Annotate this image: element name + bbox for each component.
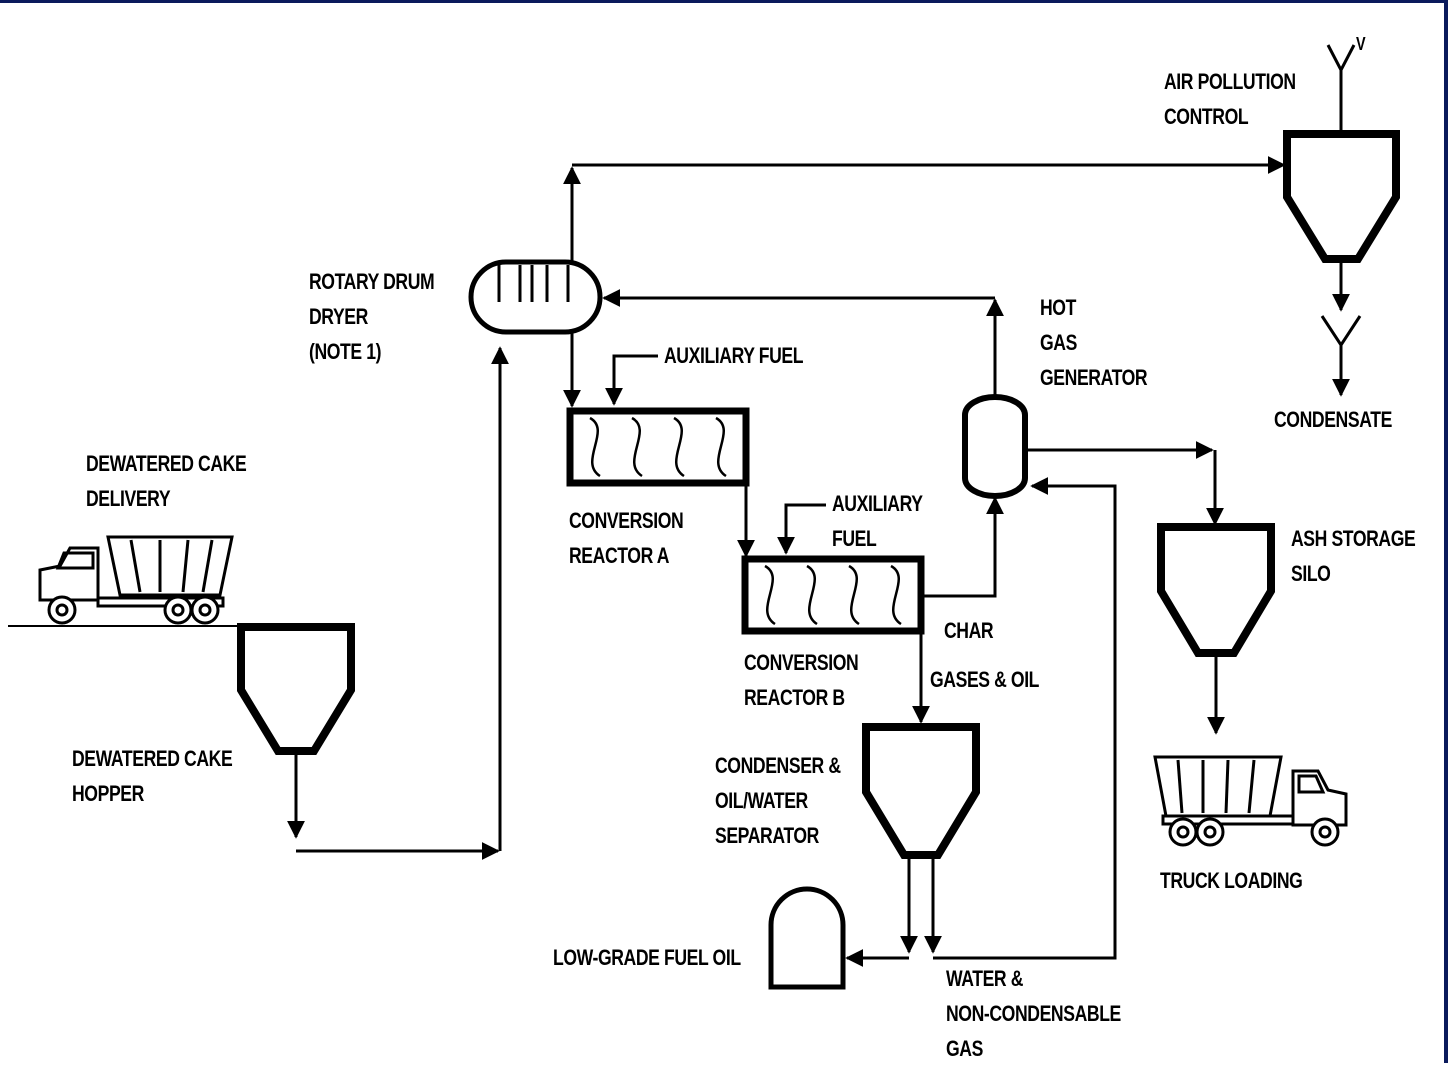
label-low-grade-fuel-oil: LOW-GRADE FUEL OIL	[553, 945, 741, 970]
label-char: CHAR	[944, 618, 994, 643]
label-dewatered-cake-delivery: DEWATERED CAKE DELIVERY	[86, 451, 247, 511]
dewatered-cake-hopper	[237, 623, 355, 755]
ash-storage-silo	[1157, 523, 1275, 657]
vent-icon	[1326, 44, 1356, 74]
label-condenser-separator: CONDENSER & OIL/WATER SEPARATOR	[715, 753, 841, 848]
frame-top-bar	[0, 0, 1448, 3]
label-water-gas: WATER & NON-CONDENSABLE GAS	[946, 966, 1121, 1061]
label-hot-gas-generator: HOT GAS GENERATOR	[1040, 295, 1148, 390]
loading-truck-icon	[1153, 755, 1348, 847]
condensate-funnel-icon	[1320, 315, 1362, 348]
label-rotary-drum-dryer: ROTARY DRUM DRYER (NOTE 1)	[309, 269, 435, 364]
fuel-oil-tank	[768, 886, 846, 990]
hot-gas-generator	[962, 394, 1028, 499]
label-vent: V	[1356, 34, 1366, 54]
flow-aux-fuel-a	[605, 354, 658, 406]
rotary-drum-dryer	[468, 259, 603, 335]
label-conversion-reactor-b: CONVERSION REACTOR B	[744, 650, 859, 710]
label-air-pollution-control: AIR POLLUTION CONTROL	[1164, 69, 1296, 129]
flow-char	[924, 496, 1004, 598]
flow-gas-return	[933, 477, 1117, 960]
label-truck-loading: TRUCK LOADING	[1160, 868, 1303, 893]
conversion-reactor-a	[566, 407, 750, 487]
air-pollution-control-unit	[1283, 130, 1400, 263]
flow-aux-fuel-b	[777, 503, 826, 555]
label-ash-storage-silo: ASH STORAGE SILO	[1291, 526, 1416, 586]
label-auxiliary-fuel-b: AUXILIARY FUEL	[832, 491, 923, 551]
conversion-reactor-b	[741, 555, 925, 635]
label-conversion-reactor-a: CONVERSION REACTOR A	[569, 508, 684, 568]
label-gases-oil: GASES & OIL	[930, 667, 1040, 692]
label-auxiliary-fuel-a: AUXILIARY FUEL	[664, 343, 804, 368]
condenser-separator	[862, 723, 980, 859]
frame-right-bar	[1444, 0, 1448, 1063]
label-condensate: CONDENSATE	[1274, 407, 1392, 432]
delivery-truck-icon	[38, 535, 234, 625]
label-dewatered-cake-hopper: DEWATERED CAKE HOPPER	[72, 746, 233, 806]
